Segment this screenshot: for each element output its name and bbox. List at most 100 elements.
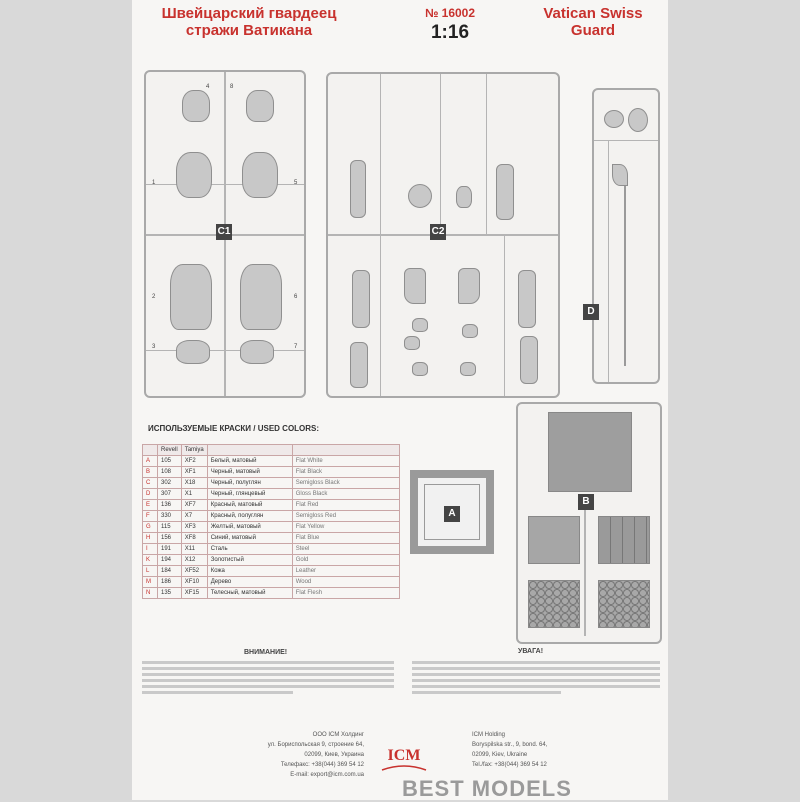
col-tamiya: Tamiya [180, 444, 208, 456]
color-name-ru: Черный, матовый [206, 466, 293, 478]
tamiya-code: XF52 [180, 565, 208, 577]
tamiya-code: X1 [180, 488, 208, 500]
part-shoulder-left [182, 90, 210, 122]
part-torso-left [176, 152, 212, 198]
revell-code: 302 [157, 477, 182, 489]
color-name-en: Steel [291, 543, 400, 555]
part-tile-plain [528, 516, 580, 564]
color-name-ru: Черный, полуглян [206, 477, 293, 489]
color-code: L [142, 565, 158, 577]
part-glove-4 [412, 362, 428, 376]
part-torso-right [242, 152, 278, 198]
color-name-en: Flat Flesh [291, 587, 400, 599]
tamiya-code: XF15 [180, 587, 208, 599]
color-name-en: Semigloss Red [291, 510, 400, 522]
revell-code: 136 [157, 499, 182, 511]
part-forearm-left [350, 342, 368, 388]
part-glove-1 [412, 318, 428, 332]
sprue-b-frame [516, 402, 662, 644]
part-tile-cobble-1 [528, 580, 580, 628]
color-name-ru: Кожа [206, 565, 293, 577]
revell-code: 115 [157, 521, 182, 533]
kit-info: № 16002 1:16 [404, 5, 496, 44]
color-name-en: Semigloss Black [291, 477, 400, 489]
col-revell: Revell [157, 444, 182, 456]
address-ru-line3: 02099, Киев, Украина [304, 752, 364, 758]
tamiya-code: X12 [180, 554, 208, 566]
color-code: C [142, 477, 158, 489]
color-name-ru: Белый, матовый [206, 455, 293, 467]
color-name-en: Wood [291, 576, 400, 588]
sprue-d-label: D [583, 304, 599, 320]
revell-code: 135 [157, 587, 182, 599]
color-code: N [142, 587, 158, 599]
color-name-ru: Сталь [206, 543, 293, 555]
sprue-a-label: A [444, 506, 460, 522]
tamiya-code: X11 [180, 543, 208, 555]
color-name-en: Flat White [291, 455, 400, 467]
part-sleeve [350, 160, 366, 218]
part-base-plate [548, 412, 632, 492]
address-ua-line4: Tel./fax: +38(044) 369 54 12 [472, 762, 547, 768]
warning-text-ua [412, 658, 660, 697]
revell-code: 191 [157, 543, 182, 555]
sprue-d-frame [592, 88, 660, 384]
tamiya-code: XF7 [180, 499, 208, 511]
color-name-en: Flat Yellow [291, 521, 400, 533]
color-name-ru: Золотистый [206, 554, 293, 566]
address-ru-line5: E-mail: export@icm.com.ua [290, 772, 364, 778]
color-name-en: Flat Red [291, 499, 400, 511]
part-glove-5 [460, 362, 476, 376]
icm-logo-text: ICM [388, 747, 421, 764]
address-ru-line4: Телефакс: +38(044) 369 54 12 [280, 762, 364, 768]
color-code: F [142, 510, 158, 522]
address-ua-line1: ICM Holding [472, 732, 506, 738]
part-hat-crown [628, 108, 648, 132]
address-ru-line1: ООО ICM Холдинг [312, 732, 364, 738]
part-glove-2 [462, 324, 478, 338]
tamiya-code: X18 [180, 477, 208, 489]
part-head-left [176, 340, 210, 364]
address-ru-line2: ул. Бориспольская 9, строение 64, [267, 742, 364, 748]
part-shoulder-right [246, 90, 274, 122]
address-ua-line2: Boryspilska str., 9, bond. 64, [472, 742, 548, 748]
color-name-ru: Черный, глянцевый [206, 488, 293, 500]
color-code: H [142, 532, 158, 544]
title-ru-line1: Швейцарский гвардеец [161, 5, 337, 22]
icm-logo: ICM [381, 747, 427, 771]
title-ru-line2: стражи Ватикана [185, 22, 313, 39]
address-russian: ООО ICM Холдинг ул. Бориспольская 9, стр… [240, 730, 364, 780]
part-hand [456, 186, 472, 208]
revell-code: 330 [157, 510, 182, 522]
color-code: G [142, 521, 158, 533]
address-ua-line3: 02099, Kiev, Ukraine [472, 752, 528, 758]
address-ukrainian: ICM Holding Boryspilska str., 9, bond. 6… [472, 730, 612, 770]
warning-title-ru: ВНИМАНИЕ! [244, 649, 288, 656]
part-boot-left [404, 268, 426, 304]
color-name-en: Gloss Black [291, 488, 400, 500]
warning-title-ua: УВАГА! [518, 648, 544, 655]
color-name-ru: Дерево [206, 576, 293, 588]
tamiya-code: XF8 [180, 532, 208, 544]
color-name-en: Leather [291, 565, 400, 577]
revell-code: 105 [157, 455, 182, 467]
tamiya-code: XF3 [180, 521, 208, 533]
color-name-en: Flat Blue [291, 532, 400, 544]
color-code: D [142, 488, 158, 500]
kit-scale: 1:16 [430, 22, 470, 43]
part-arm-upper [496, 164, 514, 220]
part-hat-brim [604, 110, 624, 128]
color-name-en: Flat Black [291, 466, 400, 478]
color-code: E [142, 499, 158, 511]
tamiya-code: XF2 [180, 455, 208, 467]
sprue-c1-label: C1 [216, 224, 232, 240]
